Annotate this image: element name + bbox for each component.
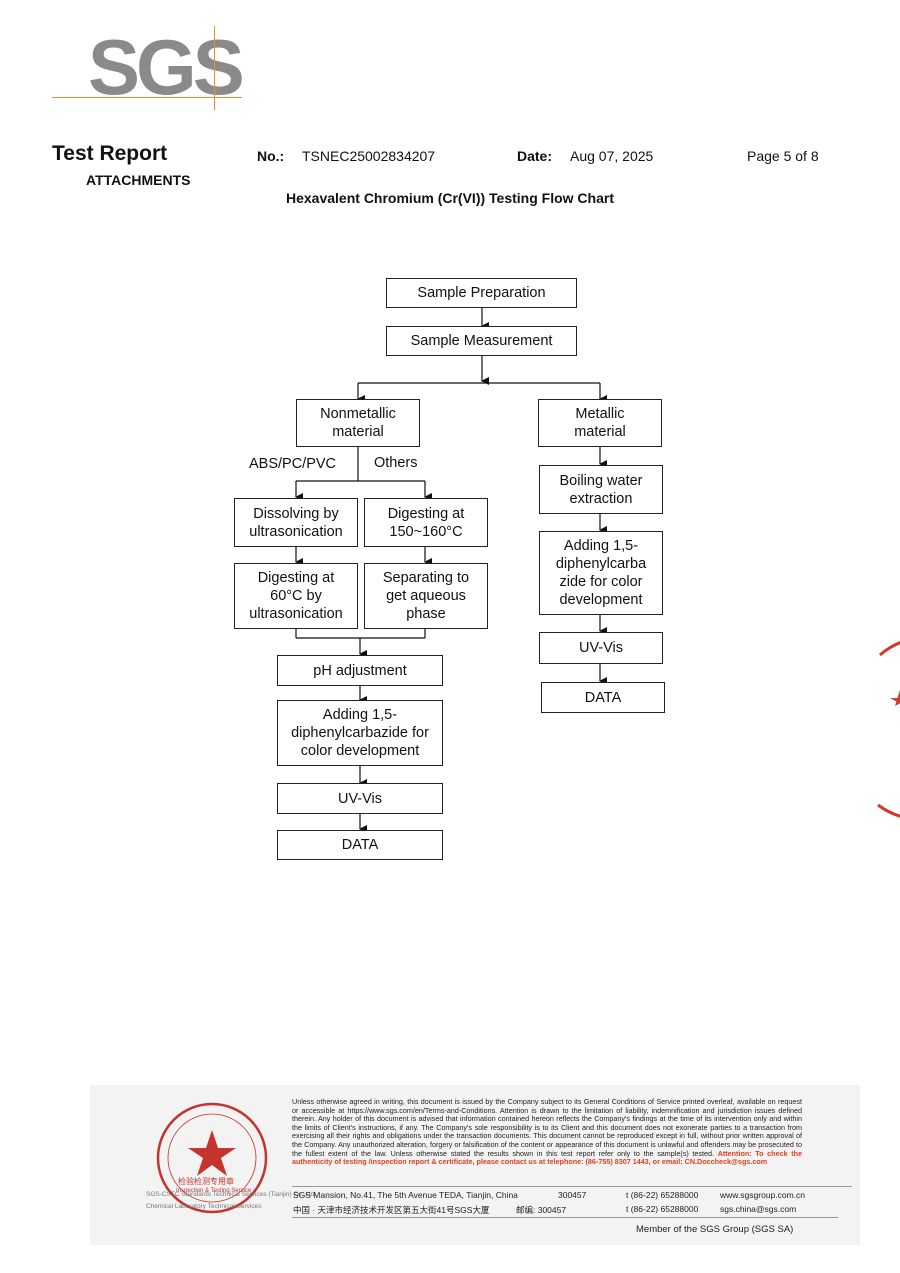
node-metallic-material: Metallic material [538,399,662,447]
postcode-cn: 邮编: 300457 [516,1205,567,1215]
node-sample-preparation: Sample Preparation [386,278,577,308]
company-seal [156,1102,268,1214]
footer-divider [292,1186,852,1187]
disclaimer-text: Unless otherwise agreed in writing, this… [292,1097,802,1158]
node-sample-measurement: Sample Measurement [386,326,577,356]
report-title: Test Report [52,142,168,165]
logo-orange-hline [52,97,242,98]
branch-label-others: Others [374,455,418,471]
node-adding-diphenylcarbazide-right: Adding 1,5- diphenylcarba zide for color… [539,531,663,615]
edge-seal-fragment [877,641,900,818]
address-en: SGS Mansion, No.41, The 5th Avenue TEDA,… [293,1190,518,1200]
node-adding-diphenylcarbazide-left: Adding 1,5- diphenylcarbazide for color … [277,700,443,766]
seal-company-line: SGS-CSTC Standards Technical Services (T… [146,1191,317,1198]
chart-title: Hexavalent Chromium (Cr(VI)) Testing Flo… [286,190,614,206]
tel-cn: t (86-22) 65288000 [626,1204,699,1214]
date-value: Aug 07, 2025 [570,148,654,164]
attention-text: Attention: To check the authenticity of … [292,1148,802,1167]
tel-en: t (86-22) 65288000 [626,1190,699,1200]
seal-text-cn: 检验检测专用章 [178,1177,234,1186]
sgs-logo: SGS [88,23,245,111]
seal-text-en: Inspection & Testing Service [176,1188,252,1194]
node-digesting-150-160: Digesting at 150~160°C [364,498,488,547]
node-data-right: DATA [541,682,665,713]
branch-label-abs-pc-pvc: ABS/PC/PVC [249,456,337,472]
email: sgs.china@sgs.com [720,1204,797,1214]
logo-orange-vline [214,26,215,110]
page-number: Page 5 of 8 [747,148,819,164]
node-uv-vis-right: UV-Vis [539,632,663,664]
node-nonmetallic-material: Nonmetallic material [296,399,420,447]
node-separating-aqueous: Separating to get aqueous phase [364,563,488,629]
node-boiling-water-extraction: Boiling water extraction [539,465,663,514]
address-cn: 中国 · 天津市经济技术开发区第五大街41号SGS大厦 [293,1205,490,1215]
member-text: Member of the SGS Group (SGS SA) [636,1224,794,1235]
date-label: Date: [517,148,553,164]
node-uv-vis-left: UV-Vis [277,783,443,814]
seal-lab-line: Chemical Laboratory Technical Services [146,1203,262,1210]
footer-disclaimer: Unless otherwise agreed in writing, this… [292,1097,802,1167]
report-no-value: TSNEC25002834207 [302,148,436,164]
node-dissolving-ultrasonication: Dissolving by ultrasonication [234,498,358,547]
report-subtitle: ATTACHMENTS [86,172,191,188]
node-data-left: DATA [277,830,443,860]
node-digesting-60: Digesting at 60°C by ultrasonication [234,563,358,629]
footer-divider-2 [292,1217,838,1218]
report-no-label: No.: [257,148,285,164]
postcode-en: 300457 [558,1190,587,1200]
website: www.sgsgroup.com.cn [720,1190,806,1200]
node-ph-adjustment: pH adjustment [277,655,443,686]
